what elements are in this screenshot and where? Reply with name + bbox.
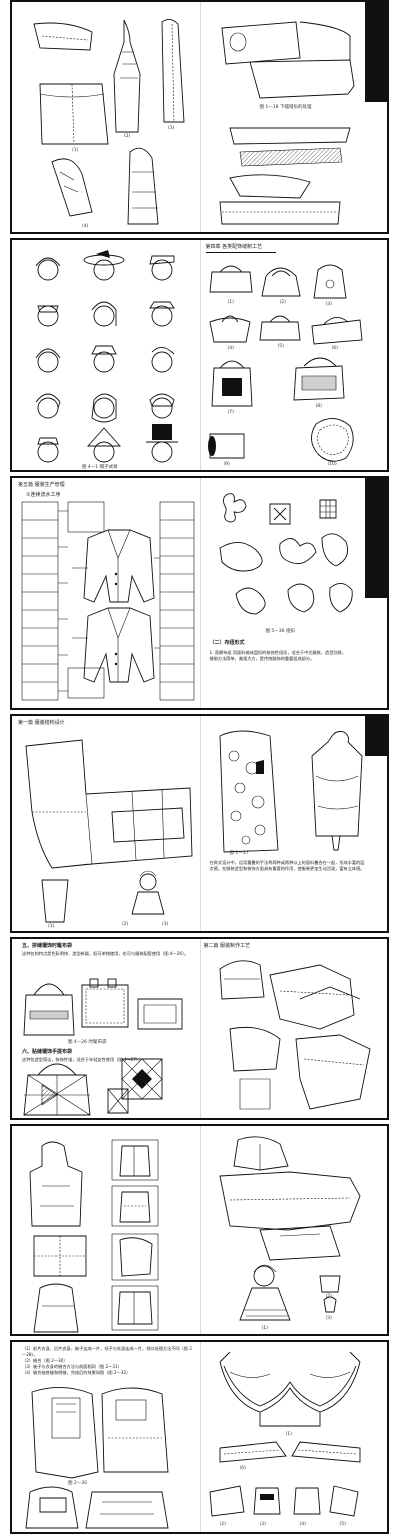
child-dress-pattern-drawing [218, 1136, 360, 1321]
figure-caption: 图 4—26 时髦布袋 [68, 1040, 107, 1045]
page-spread-6: (1) (2) (3) [10, 1124, 389, 1336]
chapter-header: 第四章 各类配饰缝制工艺 [205, 244, 263, 250]
figure-caption: (4) [299, 1522, 306, 1527]
collar-pattern-drawing [219, 960, 371, 1110]
figure-caption: (7) [227, 410, 234, 415]
chapter-edge-band [365, 2, 387, 102]
figure-caption: (10) [327, 462, 337, 467]
production-flow-chart [21, 501, 195, 701]
lace-and-dressform-drawing [219, 730, 362, 853]
spread-6-right-page: (1) (2) (3) [200, 1126, 388, 1334]
page-spread-4: 第一篇 服装结构设计 (1) (2) (3) [10, 714, 389, 933]
spread-5-left-page: 五、拼缝镶饰时髦布袋 这种包的特点是色彩明快、造型新颖，既可单独使用，也可与服装… [12, 939, 200, 1118]
tote-bag-drawing [23, 978, 183, 1116]
bra-pattern-drawing [209, 1351, 360, 1517]
body-text: （3）袖子与衣身的缝合方法与前面相同（图 2—31） [22, 1364, 122, 1369]
body-text: 这种包的特点是色彩明快、造型新颖，既可单独使用，也可与服装配套使用（图 4—26… [22, 951, 189, 956]
figure-caption: (9) [223, 462, 230, 467]
spread-3-right-page: 图 5—36 纽扣 （二）布纽形式 1. 直脚布纽 用面料做成盘扣的装饰性纽扣，… [200, 478, 387, 708]
figure-caption: (1) [72, 148, 79, 153]
spread-7-left-page: （1）前片衣身，后片衣身，袖子连成一片，领子与衣身连成一片，领口处理方法不同（图… [12, 1342, 200, 1532]
garment-pattern-drawing [33, 19, 185, 225]
body-text: 这种包造型简洁，装饰性强，适合于年轻女性使用（图 4—27）。 [22, 1057, 143, 1062]
figure-caption: (1) [261, 1326, 268, 1331]
section-heading: （二）布纽形式 [209, 640, 245, 646]
chapter-header: 第五篇 服装生产管理 [18, 482, 65, 488]
draping-steps-drawing [29, 1139, 159, 1333]
spread-5-right-page: 第二篇 服装制作工艺 [200, 939, 388, 1118]
body-text: 在款式设计中，运用重叠的手法将两种或两种以上的面料叠合在一起，形成丰富的层次感，… [209, 860, 365, 871]
page-spread-3: 第五篇 服装生产管理 ①连续流水工序 [10, 476, 389, 710]
figure-caption: (6) [331, 346, 338, 351]
figure-caption: (3) [162, 922, 169, 927]
chapter-edge-band [365, 716, 387, 756]
page-spread-1: (1) (2) (3) (4) 图 1—18 下摆缝份的处理 [10, 0, 389, 234]
figure-caption: (2) [219, 1522, 226, 1527]
spread-1-right-page: 图 1—18 下摆缝份的处理 [200, 2, 387, 232]
figure-caption: (2) [124, 134, 131, 139]
chapter-edge-band [365, 478, 387, 598]
section-heading: 六、贴缝镶饰手提布袋 [22, 1049, 73, 1055]
spread-6-left-page [12, 1126, 200, 1334]
hat-styles-drawing [35, 250, 178, 463]
figure-caption: (1) [285, 1432, 292, 1437]
figure-caption: (8) [315, 404, 322, 409]
section-subheader: ①连续流水工序 [26, 492, 61, 498]
garment-assembly-drawing [25, 1387, 169, 1529]
figure-caption: (5) [277, 344, 284, 349]
body-text: （2）缝合（图 2—30） [22, 1358, 68, 1363]
spread-4-left-page: 第一篇 服装结构设计 (1) (2) (3) [12, 716, 200, 931]
figure-caption: (4) [227, 346, 234, 351]
figure-caption: (6) [239, 1466, 246, 1471]
spread-3-left-page: 第五篇 服装生产管理 ①连续流水工序 [12, 478, 200, 708]
figure-caption: (1) [227, 300, 234, 305]
page-spread-7: （1）前片衣身，后片衣身，袖子连成一片，领子与衣身连成一片，领口处理方法不同（图… [10, 1340, 389, 1534]
figure-caption: (5) [339, 1522, 346, 1527]
body-text: （4）缝合袖底缝和侧缝，完成后的效果如图（图 2—32） [22, 1370, 131, 1375]
figure-caption: 图 5—36 纽扣 [265, 629, 295, 634]
chapter-header: 第二篇 服装制作工艺 [203, 943, 251, 949]
knot-buttons-drawing [219, 493, 353, 615]
page-spread-5: 五、拼缝镶饰时髦布袋 这种包的特点是色彩明快、造型新颖，既可单独使用，也可与服装… [10, 937, 389, 1120]
spread-4-right-page: 图 1—17 在款式设计中，运用重叠的手法将两种或两种以上的面料叠合在一起，形成… [200, 716, 387, 931]
figure-caption: (3) [325, 1316, 332, 1321]
figure-caption: (4) [82, 224, 89, 229]
bag-styles-drawing [207, 264, 362, 462]
body-text: 1. 直脚布纽 用面料做成盘扣的装饰性纽扣，适合于中式服装，造型别致，缝制方法简… [209, 650, 346, 661]
figure-caption: (2) [122, 922, 129, 927]
spread-2-right-page: 第四章 各类配饰缝制工艺 (1) (2) (3) (4) (5) (6) (7)… [200, 240, 388, 470]
figure-caption: (2) [279, 300, 286, 305]
figure-caption: (3) [325, 302, 332, 307]
body-text: （1）前片衣身，后片衣身，袖子连成一片，领子与衣身连成一片，领口处理方法不同（图… [22, 1346, 192, 1357]
figure-caption: (2) [325, 1294, 332, 1299]
hem-allowance-drawing [219, 21, 354, 225]
spread-2-left-page: 图 4—1 帽子式样 [12, 240, 200, 470]
section-heading: 五、拼缝镶饰时髦布袋 [22, 943, 73, 949]
figure-caption: (1) [48, 924, 55, 929]
figure-caption: (3) [168, 126, 175, 131]
spread-1-left-page: (1) (2) (3) (4) [12, 2, 200, 232]
spread-7-right-page: (1) (2) (3) (4) (5) (6) [200, 1342, 388, 1532]
figure-caption: 图 4—1 帽子式样 [82, 465, 118, 470]
figure-caption: 图 1—18 下摆缝份的处理 [259, 105, 312, 110]
page-spread-2: 图 4—1 帽子式样 第四章 各类配饰缝制工艺 (1) (2) (3) (4) … [10, 238, 389, 472]
figure-caption: (3) [259, 1522, 266, 1527]
trouser-pattern-drawing [25, 739, 193, 923]
figure-caption: 图 1—17 [229, 851, 249, 856]
chapter-header: 第一篇 服装结构设计 [18, 720, 65, 726]
figure-caption: 图 2—30 [68, 1481, 88, 1486]
